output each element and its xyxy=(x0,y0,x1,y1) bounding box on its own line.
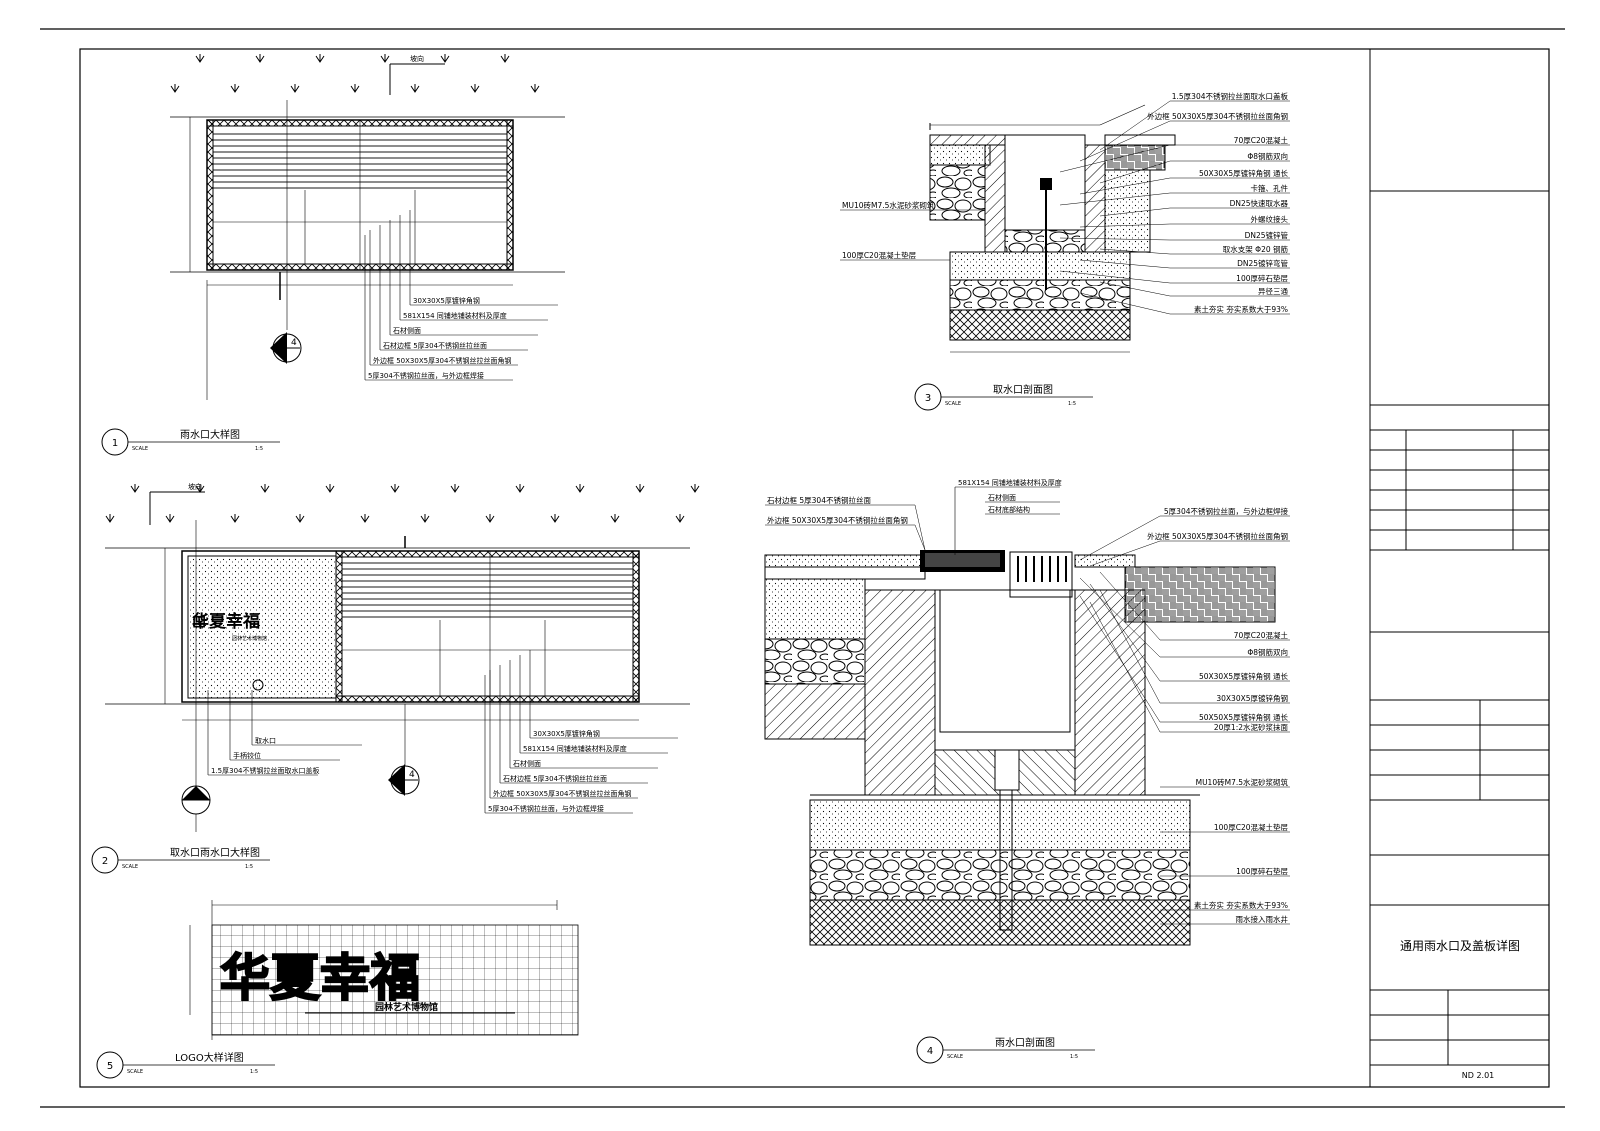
callout-label: 50X30X5厚镀锌角钢 通长 xyxy=(1199,168,1289,178)
callout-label: 30X30X5厚镀锌角钢 xyxy=(1216,693,1288,703)
callout-label: 外螺纹接头 xyxy=(1251,214,1289,224)
callout-label: 70厚C20混凝土 xyxy=(1234,135,1289,145)
scale-value: 1:5 xyxy=(245,864,253,870)
callout-label: Φ8钢筋双向 xyxy=(1247,647,1288,657)
callout-label: 外边框 50X30X5厚304不锈钢丝拉丝面角钢 xyxy=(373,356,511,365)
callout-label: MU10砖M7.5水泥砂浆砌筑 xyxy=(842,200,935,210)
callout-label: 581X154 同铺地铺装材料及厚度 xyxy=(523,744,627,753)
detail-number: 2 xyxy=(102,856,108,867)
section-ref: 4 xyxy=(291,338,297,348)
callout-label: 581X154 同铺地铺装材料及厚度 xyxy=(403,311,507,320)
title-block: 通用雨水口及盖板详图 ND 2.01 xyxy=(1369,48,1550,1088)
callout-label: 1.5厚304不锈钢拉丝面取水口盖板 xyxy=(211,766,320,775)
scale-label: SCALE xyxy=(947,1054,963,1060)
callout-label: 石材底部结构 xyxy=(988,505,1030,514)
callout-label: 石材边框 5厚304不锈钢丝拉丝面 xyxy=(383,341,487,350)
logo-sub-text: 园林艺术博物馆 xyxy=(375,1001,438,1013)
callout-label: 100厚C20混凝土垫层 xyxy=(842,250,917,260)
callout-label: 石材侧面 xyxy=(513,759,541,768)
callout-label: 外边框 50X30X5厚304不锈钢丝拉丝面角钢 xyxy=(493,789,631,798)
logo-main-text: 华夏幸福 xyxy=(220,949,420,1007)
callout-label: 50X30X5厚镀锌角钢 通长 xyxy=(1199,671,1289,681)
callout-label: 石材边框 5厚304不锈钢丝拉丝面 xyxy=(503,774,607,783)
detail-title: 取水口雨水口大样图 xyxy=(170,846,260,859)
callout-label: 雨水接入雨水井 xyxy=(1236,914,1289,924)
callout-label: 素土夯实 夯实系数大于93% xyxy=(1194,900,1288,910)
sheet-title: 通用雨水口及盖板详图 xyxy=(1400,938,1520,953)
detail-title: 雨水口剖面图 xyxy=(995,1036,1055,1049)
callout-label: 素土夯实 夯实系数大于93% xyxy=(1194,304,1288,314)
callout-label: 外边框 50X30X5厚304不锈钢拉丝面角钢 xyxy=(767,515,908,525)
slope-arrows xyxy=(105,484,700,523)
callout-label: 5厚304不锈钢拉丝面，与外边框焊接 xyxy=(1164,506,1289,516)
callout-label: Φ8钢筋双向 xyxy=(1247,151,1288,161)
cover-logo-text: 华夏幸福 xyxy=(192,611,260,632)
scale-label: SCALE xyxy=(127,1069,143,1075)
scale-value: 1:5 xyxy=(250,1069,258,1075)
logo-detail: 华夏幸福 园林艺术博物馆 xyxy=(189,900,579,1040)
slope-arrows xyxy=(170,54,540,93)
callout-label: 581X154 同铺地铺装材料及厚度 xyxy=(958,478,1062,487)
callout-label: 异径三通 xyxy=(1258,286,1288,296)
scale-value: 1:5 xyxy=(255,446,263,452)
callout-label: 70厚C20混凝土 xyxy=(1234,630,1289,640)
detail-title: LOGO大样详图 xyxy=(175,1051,244,1064)
detail-number: 3 xyxy=(925,393,931,404)
scale-label: SCALE xyxy=(132,446,148,452)
callout-label: 取水口 xyxy=(255,736,276,745)
callout-label: 1.5厚304不锈钢拉丝面取水口盖板 xyxy=(1172,91,1289,101)
callout-label: DN25镀锌弯管 xyxy=(1237,258,1288,268)
slope-label: 坡向 xyxy=(410,54,424,63)
callout-label: 外边框 50X30X5厚304不锈钢拉丝面角钢 xyxy=(1147,111,1288,121)
scale-value: 1:5 xyxy=(1068,401,1076,407)
detail-titles: 1 雨水口大样图 SCALE 1:5 2 取水口雨水口大样图 SCALE 1:5 3 取水口剖面图… xyxy=(91,383,1095,1079)
callout-label: 卡箍、孔件 xyxy=(1251,183,1289,193)
scale-label: SCALE xyxy=(122,864,138,870)
detail-number: 1 xyxy=(112,438,118,449)
callout-label: 石材侧面 xyxy=(988,493,1016,502)
svg-text:⊞: ⊞ xyxy=(192,612,206,632)
callout-label: 100厚碎石垫层 xyxy=(1236,866,1288,876)
callout-label: DN25镀锌管 xyxy=(1245,230,1289,240)
detail-title: 雨水口大样图 xyxy=(180,428,240,441)
section-ref-3: 3 xyxy=(192,790,198,800)
callout-label: 100厚碎石垫层 xyxy=(1236,273,1288,283)
callout-label: 外边框 50X30X5厚304不锈钢拉丝面角钢 xyxy=(1147,531,1288,541)
section-3-left-callouts: MU10砖M7.5水泥砂浆砌筑 100厚C20混凝土垫层 xyxy=(840,200,985,261)
callout-label: 取水支架 Φ20 钢筋 xyxy=(1223,244,1289,254)
callout-label: 5厚304不锈钢拉丝面，与外边框焊接 xyxy=(488,804,604,813)
callout-label: 5厚304不锈钢拉丝面，与外边框焊接 xyxy=(368,371,484,380)
callout-label: 石材侧面 xyxy=(393,326,421,335)
handle-icon xyxy=(252,679,264,691)
section-ref-4: 4 xyxy=(409,770,415,780)
callout-label: 手柄铰位 xyxy=(233,751,261,760)
callout-label: 30X30X5厚镀锌角钢 xyxy=(413,296,480,305)
scale-label: SCALE xyxy=(945,401,961,407)
callout-label: 50X50X5厚镀锌角钢 通长 xyxy=(1199,712,1289,722)
plan-1: 坡向 30X30X5厚镀锌角钢 581X154 同铺地铺装材料及厚度石材侧面石材边… xyxy=(170,54,565,400)
callout-label: 100厚C20混凝土垫层 xyxy=(1214,822,1289,832)
scale-value: 1:5 xyxy=(1070,1054,1078,1060)
cover-logo-sub: 园林艺术博物馆 xyxy=(232,635,267,642)
detail-number: 4 xyxy=(927,1046,933,1057)
detail-number: 5 xyxy=(107,1061,113,1072)
callout-label: DN25快速取水器 xyxy=(1230,198,1289,208)
slope-label: 坡向 xyxy=(188,482,202,491)
callout-label: 30X30X5厚镀锌角钢 xyxy=(533,729,600,738)
callout-label: 20厚1:2水泥砂浆抹面 xyxy=(1214,722,1289,732)
detail-title: 取水口剖面图 xyxy=(993,383,1053,396)
callout-label: 石材边框 5厚304不锈钢拉丝面 xyxy=(767,495,871,505)
drawing-number: ND 2.01 xyxy=(1462,1071,1495,1080)
callout-label: MU10砖M7.5水泥砂浆砌筑 xyxy=(1196,777,1289,787)
